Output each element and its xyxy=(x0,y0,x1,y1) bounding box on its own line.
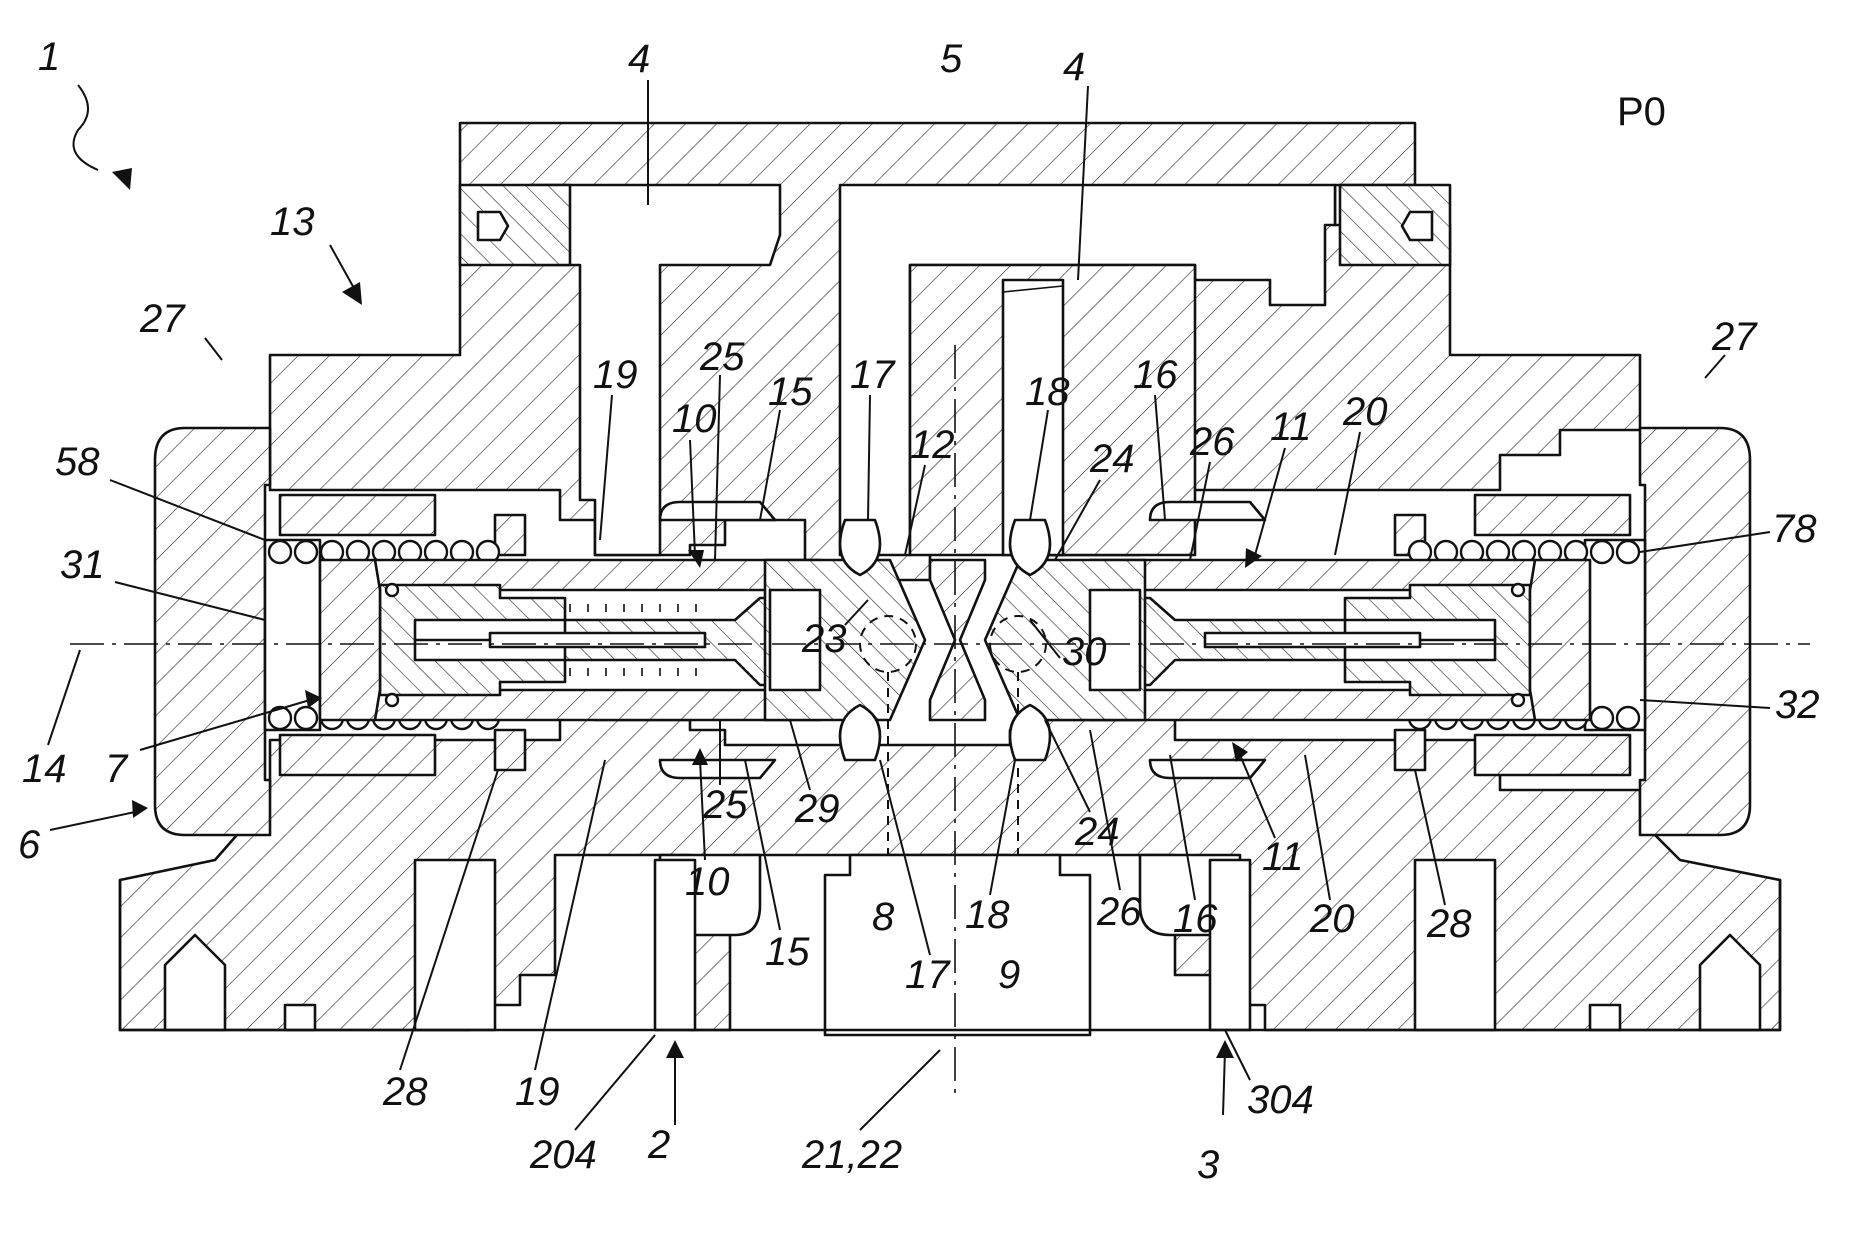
left-end-plug xyxy=(320,560,380,720)
label-24-top: 24 xyxy=(1089,437,1135,481)
right-seal-ring-bottom xyxy=(1395,730,1425,770)
label-6: 6 xyxy=(18,823,41,867)
label-3: 3 xyxy=(1197,1143,1219,1187)
label-19-bottom: 19 xyxy=(515,1070,560,1114)
label-5: 5 xyxy=(940,37,963,81)
label-16-bottom: 16 xyxy=(1173,897,1218,941)
label-304: 304 xyxy=(1247,1078,1314,1122)
label-23: 23 xyxy=(801,617,847,661)
label-11-top: 11 xyxy=(1270,405,1312,449)
label-31: 31 xyxy=(60,543,105,587)
right-end-plug xyxy=(1530,560,1590,720)
left-spring-sleeve-bottom xyxy=(280,735,435,775)
right-spring-sleeve-bottom xyxy=(1475,735,1630,775)
lower-central-chamber xyxy=(825,855,1090,1035)
label-p0: P0 xyxy=(1617,90,1666,134)
label-27-right: 27 xyxy=(1711,315,1758,359)
label-18-top: 18 xyxy=(1025,370,1070,414)
label-28-left: 28 xyxy=(382,1070,428,1114)
label-10-top: 10 xyxy=(672,397,717,441)
right-end-cap xyxy=(1640,428,1750,835)
right-spring-sleeve-top xyxy=(1475,495,1630,535)
label-20-top: 20 xyxy=(1342,390,1388,434)
label-18-bottom: 18 xyxy=(965,893,1010,937)
label-1: 1 xyxy=(38,35,60,79)
label-17-bottom: 17 xyxy=(905,953,951,997)
label-32: 32 xyxy=(1775,683,1820,727)
center-seat-block xyxy=(930,560,985,720)
label-58: 58 xyxy=(55,440,100,484)
label-7: 7 xyxy=(105,747,129,791)
label-29: 29 xyxy=(794,787,840,831)
label-25-top: 25 xyxy=(699,335,745,379)
label-78: 78 xyxy=(1772,507,1817,551)
label-28-right: 28 xyxy=(1426,902,1472,946)
label-16-top: 16 xyxy=(1133,353,1178,397)
left-cap xyxy=(460,185,570,265)
label-25-bottom: 25 xyxy=(702,783,748,827)
label-30: 30 xyxy=(1062,630,1107,674)
label-15-bottom: 15 xyxy=(765,930,810,974)
label-26-top: 26 xyxy=(1189,420,1235,464)
label-12: 12 xyxy=(910,423,955,467)
left-seal-ring-bottom xyxy=(495,730,525,770)
label-20-bottom: 20 xyxy=(1309,897,1355,941)
left-end-cap xyxy=(155,428,270,835)
label-21-22: 21,22 xyxy=(801,1133,902,1177)
label-15-top: 15 xyxy=(768,370,813,414)
right-cap xyxy=(1340,185,1450,265)
label-26-bottom: 26 xyxy=(1096,890,1142,934)
left-spring-sleeve-top xyxy=(280,495,435,535)
label-10-bottom: 10 xyxy=(685,860,730,904)
label-11-bottom: 11 xyxy=(1262,835,1304,879)
label-8: 8 xyxy=(872,895,895,939)
label-9: 9 xyxy=(998,953,1020,997)
label-19-top: 19 xyxy=(593,353,638,397)
label-13: 13 xyxy=(270,200,315,244)
label-4-left: 4 xyxy=(628,37,650,81)
label-14: 14 xyxy=(22,747,67,791)
label-2: 2 xyxy=(647,1123,670,1167)
label-27-left: 27 xyxy=(139,297,186,341)
label-4-right: 4 xyxy=(1063,45,1085,89)
label-17-top: 17 xyxy=(850,353,896,397)
label-204: 204 xyxy=(529,1133,597,1177)
